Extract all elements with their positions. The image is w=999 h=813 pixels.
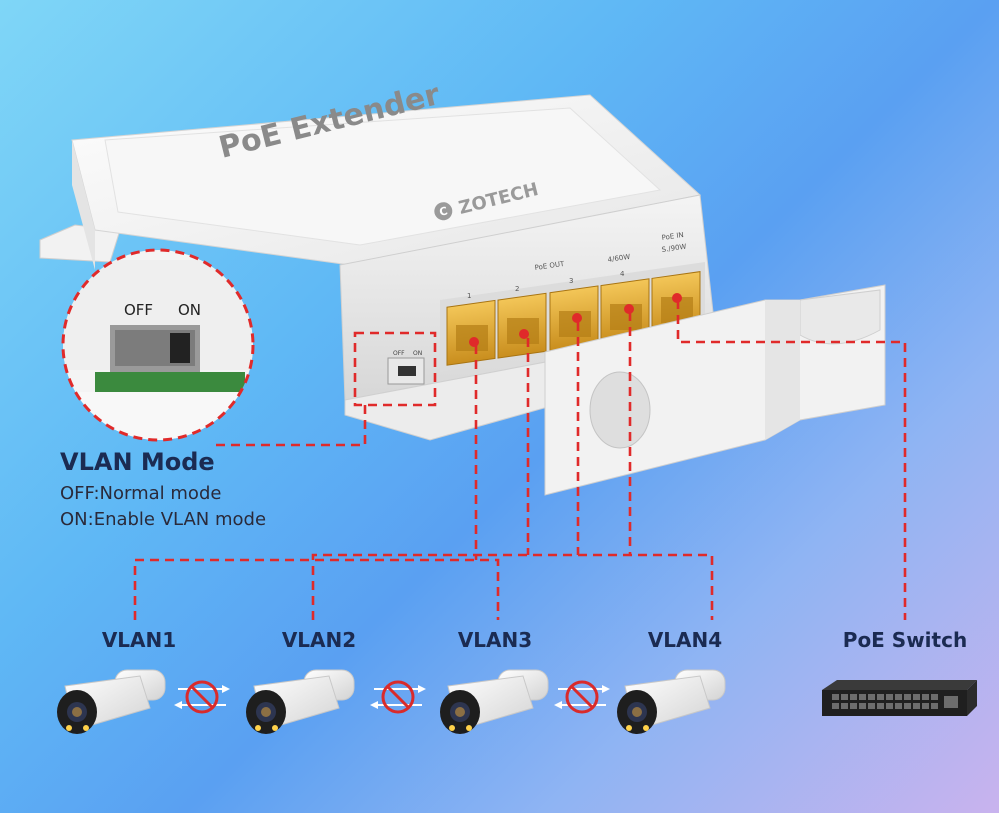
camera-icon [246,669,355,734]
blocked-icon [554,680,610,714]
vlan-switch-zoom: OFF ON [61,248,255,442]
blocked-icon [174,680,230,714]
camera-icon [57,669,166,734]
vlan3-label: VLAN3 [457,628,533,652]
switch-icon [822,680,977,716]
vlan1-label: VLAN1 [101,628,177,652]
port-number-3: 3 [569,277,573,285]
port-in-dot [672,293,682,303]
zoom-off-label: OFF [124,301,153,319]
port-4-dot [624,304,634,314]
zoom-on-label: ON [178,301,201,319]
svg-text:C: C [438,204,449,219]
poe-switch-label: PoE Switch [842,628,968,652]
port-number-1: 1 [467,292,471,300]
vlan-mode-off-desc: OFF:Normal mode [60,483,222,504]
vlan-mode-title: VLAN Mode [60,448,215,476]
vlan2-label: VLAN2 [281,628,357,652]
svg-text:OFF: OFF [393,350,405,357]
camera-icon [440,669,549,734]
port-1-dot [469,337,479,347]
poe-out-power-label: 4/60W [607,253,631,264]
camera-icon [617,669,726,734]
vlan-dip-switch: OFF ON [387,350,425,385]
port-number-2: 2 [515,285,519,293]
port-2-dot [519,329,529,339]
port-3-dot [572,313,582,323]
svg-text:ON: ON [413,350,422,357]
blocked-icon [370,680,426,714]
port-number-4: 4 [620,270,625,278]
poe-in-power-label: S./90W [661,243,687,254]
connector-lines [133,300,907,620]
poe-in-label: PoE IN [661,231,684,242]
vlan-mode-on-desc: ON:Enable VLAN mode [60,509,267,530]
vlan4-label: VLAN4 [647,628,723,652]
cable-clamp [544,284,886,496]
